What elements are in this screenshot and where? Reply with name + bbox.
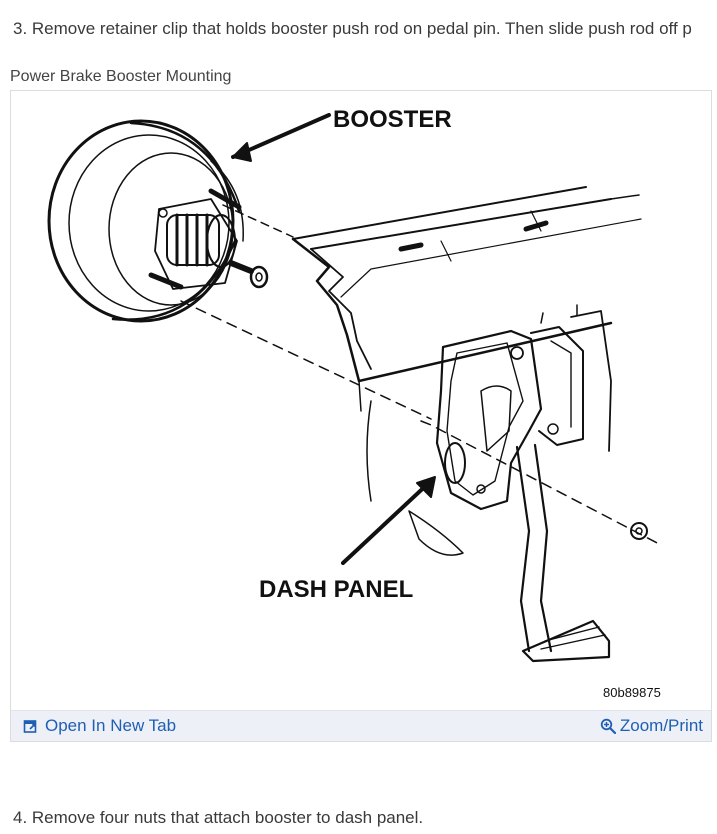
zoom-print-label: Zoom/Print <box>619 716 703 735</box>
figure-reference-code: 80b89875 <box>603 685 661 700</box>
open-in-new-tab-icon <box>23 720 37 733</box>
figure-caption: Power Brake Booster Mounting <box>10 68 232 85</box>
figure-toolbar: Open In New Tab Zoom/Print <box>11 710 711 741</box>
dash-panel-label: DASH PANEL <box>259 576 413 603</box>
open-in-new-tab-button[interactable]: Open In New Tab <box>23 716 176 736</box>
dash-panel-leader-arrow <box>341 477 435 565</box>
step-4-text: 4. Remove four nuts that attach booster … <box>13 808 424 827</box>
figure-container: BOOSTER DASH PANEL 80b89875 Open In New … <box>10 90 712 742</box>
booster-label: BOOSTER <box>333 106 452 133</box>
booster-illustration <box>47 119 269 323</box>
booster-mounting-diagram: BOOSTER DASH PANEL 80b89875 <box>47 106 662 700</box>
pedal-bracket-illustration <box>408 304 648 663</box>
magnifier-zoom-icon <box>600 718 616 734</box>
zoom-print-button[interactable]: Zoom/Print <box>600 716 703 736</box>
dash-panel-illustration <box>291 186 642 502</box>
step-3-text: 3. Remove retainer clip that holds boost… <box>13 19 692 38</box>
open-in-new-tab-label: Open In New Tab <box>45 716 177 735</box>
